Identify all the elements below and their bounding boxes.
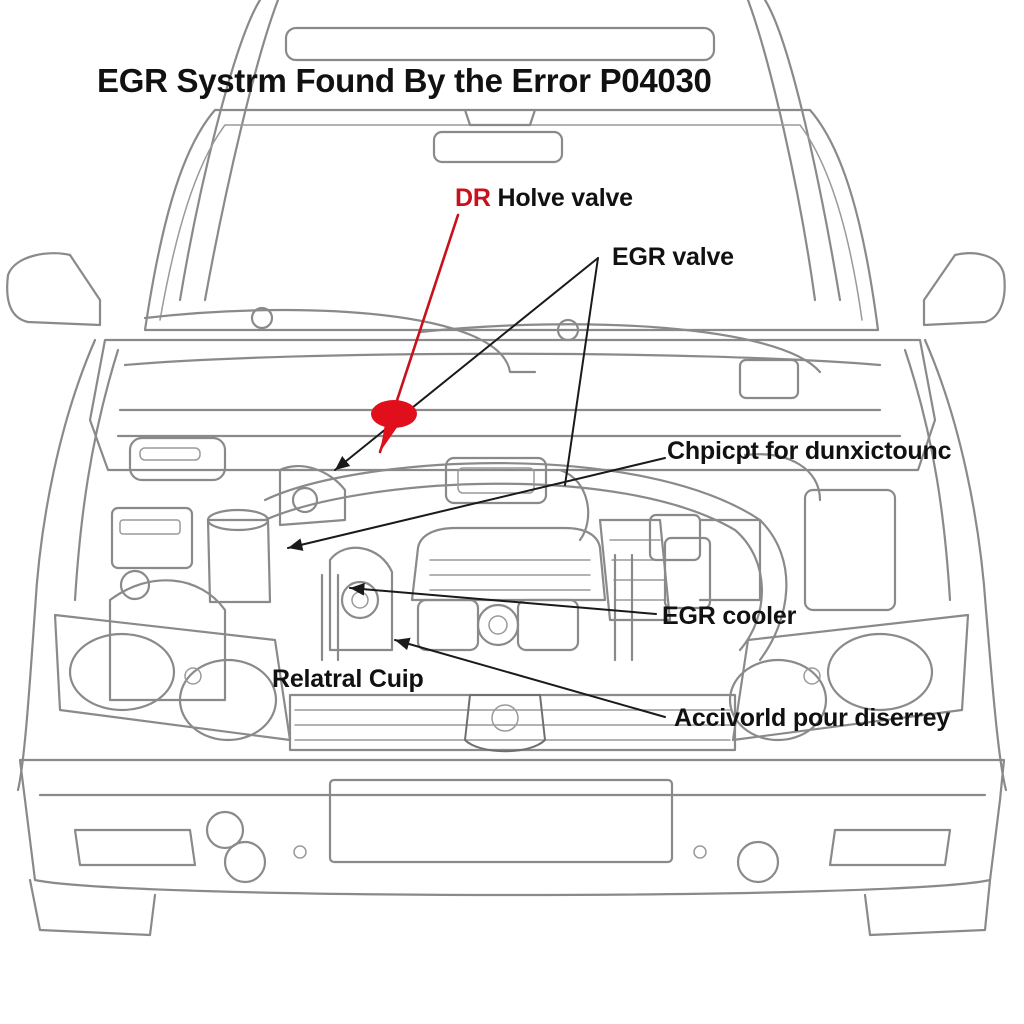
egr-cooler-leader xyxy=(349,582,657,615)
label-holve-valve: DR Holve valve xyxy=(455,186,633,211)
egr-valve-leader-b xyxy=(564,257,599,486)
label-accivorld: Accivorld pour diserrey xyxy=(674,704,951,732)
front-fascia xyxy=(18,613,1006,937)
label-egr-cooler: EGR cooler xyxy=(662,602,797,630)
label-chpicpt: Chpicpt for dunxictounc xyxy=(667,437,952,465)
label-relatral-cuip: Relatral Cuip xyxy=(272,665,424,693)
label-egr-valve: EGR valve xyxy=(612,243,734,271)
chpicpt-leader xyxy=(287,457,666,551)
accivorld-leader xyxy=(394,637,666,718)
red-dot-marker xyxy=(371,400,417,452)
engine-bay xyxy=(108,358,897,702)
leader-lines xyxy=(287,213,666,718)
diagram-title: EGR Systrm Found By the Error P04030 xyxy=(97,62,712,99)
car-body-outline xyxy=(6,0,1008,792)
egr-valve-leader-a xyxy=(334,257,599,471)
label-dr-prefix: DR xyxy=(455,184,491,212)
label-holve-valve-text: Holve valve xyxy=(497,184,633,212)
